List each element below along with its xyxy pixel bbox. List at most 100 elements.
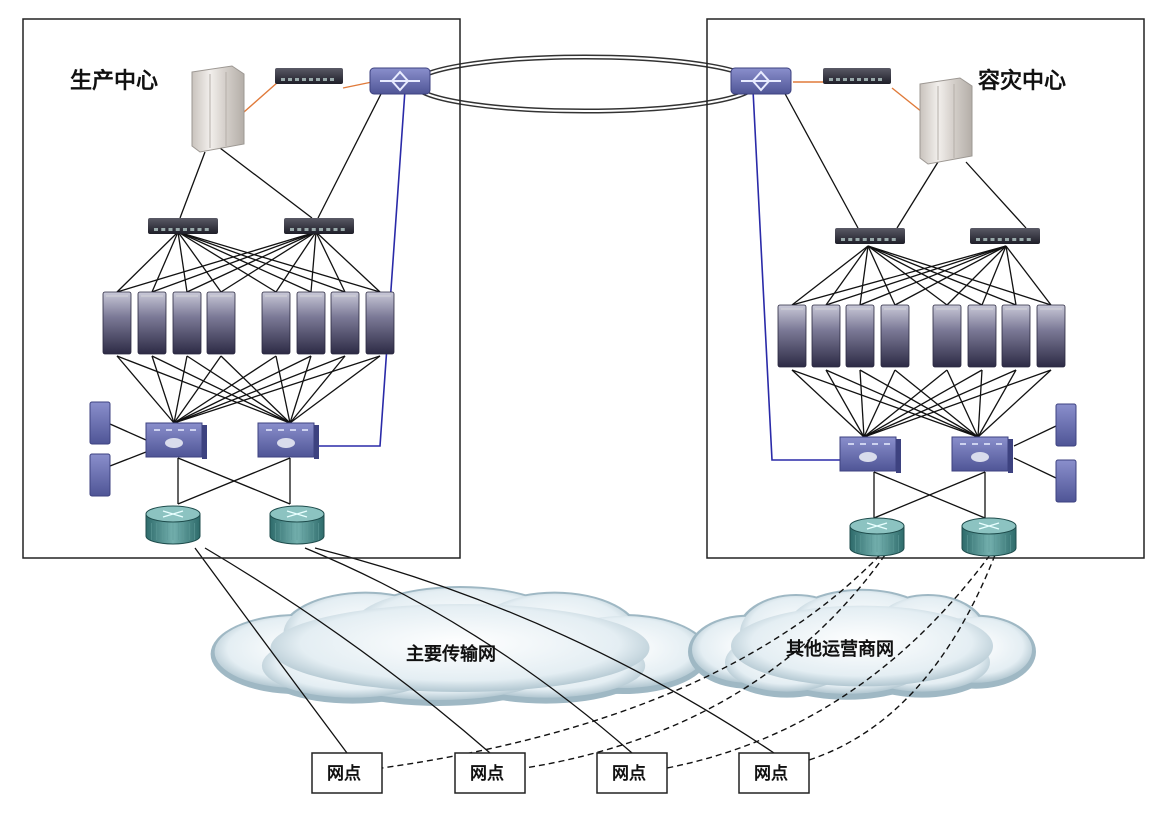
dr-access-switch-icon[interactable] [970,228,1040,244]
dr-small-server-icon[interactable] [1055,459,1077,503]
link-line [173,355,312,424]
link-line [116,355,175,424]
dr-server-rack-icon[interactable] [811,304,841,368]
dr-server-rack-icon[interactable] [932,304,962,368]
dr-server-rack-icon[interactable] [1036,304,1066,368]
storage-link [891,87,923,113]
backup-route [381,554,881,769]
production-server-rack-icon[interactable] [330,291,360,355]
production-l3-switch-icon[interactable] [257,422,319,459]
link-line [894,369,979,438]
link-line [177,231,381,293]
production-access-switch-icon[interactable] [284,218,354,234]
link-line [1013,457,1057,479]
link-line [151,231,179,293]
branch-office[interactable]: 网点 [738,752,810,794]
dr-site-frame [706,18,1145,559]
link-line [867,245,1017,306]
production-site-title: 生产中心 [70,69,158,94]
branch-office[interactable]: 网点 [311,752,383,794]
link-line [863,369,1017,438]
production-l3-switch-icon[interactable] [145,422,207,459]
link-line [965,161,1027,229]
link-line [173,355,277,424]
link-line [825,245,1007,306]
production-small-server-icon[interactable] [89,401,111,445]
core-link [316,89,406,447]
link-line [177,457,291,505]
branch-label: 网点 [470,763,504,784]
production-server-rack-icon[interactable] [365,291,395,355]
branch-label: 网点 [754,763,788,784]
production-server-rack-icon[interactable] [296,291,326,355]
link-line [275,355,291,424]
link-line [220,355,291,424]
link-line [825,369,979,438]
link-line [116,231,179,293]
dr-l3-switch-icon[interactable] [951,436,1013,473]
link-line [289,355,346,424]
link-line [977,369,1017,438]
link-line [1013,425,1057,447]
link-line [289,355,312,424]
link-line [894,245,1007,306]
dr-access-switch-icon[interactable] [835,228,905,244]
core-link [752,89,840,461]
production-server-rack-icon[interactable] [172,291,202,355]
dr-server-rack-icon[interactable] [845,304,875,368]
link-line [177,231,222,293]
link-line [179,151,206,219]
production-mainframe-icon[interactable] [191,65,245,153]
link-line [310,231,317,293]
link-line [859,245,1007,306]
branch-office[interactable]: 网点 [454,752,526,794]
link-line [315,231,346,293]
production-storage-switch-icon[interactable] [275,68,343,84]
production-server-rack-icon[interactable] [206,291,236,355]
production-server-rack-icon[interactable] [102,291,132,355]
link-line [981,245,1007,306]
link-line [896,161,939,229]
clouds-layer [210,586,1036,706]
dr-storage-switch-icon[interactable] [823,68,891,84]
production-site-frame [22,18,461,559]
link-line [791,245,1007,306]
link-line [867,245,896,306]
production-core-switch-icon[interactable] [369,67,431,95]
branch-office[interactable]: 网点 [596,752,668,794]
dr-core-switch-icon[interactable] [730,67,792,95]
dr-server-rack-icon[interactable] [1001,304,1031,368]
link-line [791,369,979,438]
link-line [867,245,983,306]
branch-label: 网点 [612,763,646,784]
dr-server-rack-icon[interactable] [777,304,807,368]
dr-l3-switch-icon[interactable] [839,436,901,473]
link-line [863,369,948,438]
site-frames [22,18,1145,559]
link-line [275,231,317,293]
dr-server-rack-icon[interactable] [880,304,910,368]
dr-router-icon[interactable] [849,517,905,557]
link-line [315,231,381,293]
production-router-icon[interactable] [269,505,325,545]
branch-offices: 网点 网点 网点 网点 [311,752,810,794]
production-router-icon[interactable] [145,505,201,545]
primary-route [314,547,775,754]
link-line [859,369,979,438]
dr-small-server-icon[interactable] [1055,403,1077,447]
dr-server-rack-icon[interactable] [967,304,997,368]
link-line [946,245,1007,306]
primary-network-cloud [210,586,710,706]
dr-mainframe-icon[interactable] [919,77,973,165]
production-server-rack-icon[interactable] [137,291,167,355]
devices-layer [89,65,1077,557]
production-access-switch-icon[interactable] [148,218,218,234]
production-server-rack-icon[interactable] [261,291,291,355]
storage-link [243,81,279,113]
link-line [825,369,865,438]
production-small-server-icon[interactable] [89,453,111,497]
dr-router-icon[interactable] [961,517,1017,557]
dr-site-title: 容灾中心 [978,68,1066,94]
storage-link [342,81,373,89]
